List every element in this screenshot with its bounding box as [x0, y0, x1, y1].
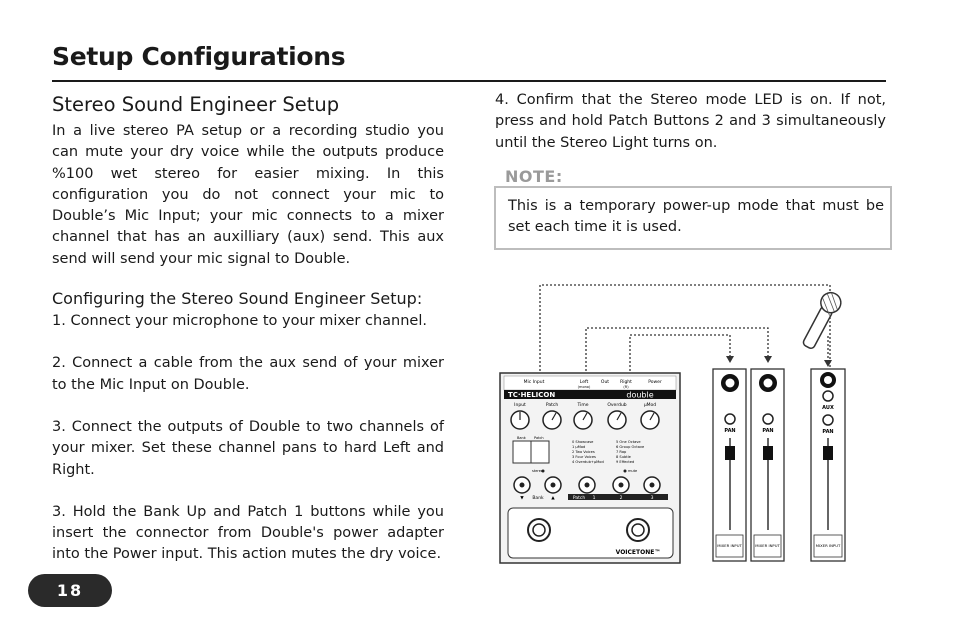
knob-label-input: Input — [514, 402, 526, 408]
note-text: This is a temporary power-up mode that m… — [508, 198, 884, 236]
patch-list-6: 6 Group Octave — [616, 445, 645, 449]
footswitches — [527, 518, 650, 542]
button-label-bank: Bank — [532, 495, 544, 501]
knob-label-umod: μMod — [644, 402, 656, 408]
pan-label: PAN — [762, 428, 773, 434]
aux-send-cable — [539, 284, 831, 375]
double-pedal: Mic Input Left Out Right Power (mono) (R… — [499, 372, 681, 564]
pedal-footer: VOICETONE™ — [616, 549, 661, 556]
pan-label: PAN — [724, 428, 735, 434]
fader-cap[interactable] — [763, 446, 773, 460]
aux-knob[interactable] — [822, 390, 834, 402]
pedal-top-label-right: Right — [620, 379, 632, 385]
intro-paragraph: In a live stereo PA setup or a recording… — [52, 123, 444, 267]
mixer-input-label: MIXER INPUT — [816, 543, 841, 548]
mixer-channel-2: PAN MIXER INPUT — [750, 368, 785, 562]
page-number: 18 — [28, 574, 112, 607]
pan-knob[interactable] — [762, 413, 774, 425]
patch-list-3: 3 Four Voices — [572, 455, 596, 459]
mixer-channel-3: AUX PAN MIXER INPUT — [810, 368, 846, 562]
cable-arrows — [726, 356, 832, 367]
mode-label-bank: Bank — [517, 436, 527, 440]
right-output-cable — [629, 334, 731, 375]
pedal-top-label-left: Left — [580, 379, 589, 385]
pedal-sublabel-mono: (mono) — [578, 385, 591, 389]
pedal-top-label-out: Out — [601, 379, 609, 385]
fader-cap[interactable] — [725, 446, 735, 460]
patch-list-1: 1 μMod — [572, 445, 585, 449]
step-2: 2. Connect a cable from the aux send of … — [52, 355, 444, 393]
note-box: This is a temporary power-up mode that m… — [494, 186, 892, 250]
left-column: Stereo Sound Engineer Setup In a live st… — [52, 90, 444, 566]
patch-list-2: 2 Two Voices — [572, 450, 595, 454]
config-heading: Configuring the Stereo Sound Engineer Se… — [52, 289, 423, 309]
pedal-top-label-power: Power — [648, 379, 662, 385]
setup-diagram: Mic Input Left Out Right Power (mono) (R… — [499, 284, 846, 564]
left-output-cable — [585, 327, 769, 375]
right-column: 4. Confirm that the Stereo mode LED is o… — [495, 90, 886, 154]
title-divider — [52, 80, 886, 82]
step-3: 3. Connect the outputs of Double to two … — [52, 418, 444, 478]
button-label-3: 3 — [651, 495, 654, 501]
pedal-sublabel-r: (R) — [623, 385, 629, 389]
button-label-1: 1 — [593, 495, 596, 501]
pedal-model: double — [626, 391, 653, 400]
mixer-input-label: MIXER INPUT — [755, 543, 780, 548]
mode-label-patch: Patch — [534, 436, 544, 440]
led-label-mute: mute — [628, 469, 637, 473]
microphone-icon — [802, 291, 842, 350]
knob-label-time: Time — [576, 402, 588, 408]
knob-label-overdub: Overdub — [607, 402, 626, 408]
led-label-stereo: stereo — [532, 469, 543, 473]
pedal-top-label-mic: Mic Input — [524, 379, 545, 385]
patch-list-0: 0 Showcase — [572, 440, 594, 444]
button-label-patch: Patch — [573, 495, 586, 501]
mute-led — [623, 469, 627, 473]
patch-list-4: 4 Overdub+μMod — [572, 460, 604, 464]
page-title: Setup Configurations — [52, 42, 346, 71]
pan-knob[interactable] — [822, 414, 834, 426]
fader-cap[interactable] — [823, 446, 833, 460]
patch-list-7: 7 Rap — [616, 450, 627, 454]
step-4: 4. Confirm that the Stereo mode LED is o… — [495, 92, 886, 151]
patch-list-8: 8 Subtle — [616, 455, 632, 459]
connection-cables — [539, 284, 831, 375]
patch-list-9: 9 Effected — [616, 460, 634, 464]
button-label-up: ▲ — [551, 496, 555, 501]
section-title: Stereo Sound Engineer Setup — [52, 93, 340, 116]
mixer-input-label: MIXER INPUT — [717, 543, 742, 548]
stereo-led — [541, 469, 545, 473]
step-1: 1. Connect your microphone to your mixer… — [52, 313, 427, 330]
step-3b: 3. Hold the Bank Up and Patch 1 buttons … — [52, 503, 444, 563]
pedal-brand: TC·HELICON — [508, 391, 555, 399]
aux-label: AUX — [822, 405, 834, 411]
patch-list-5: 5 One Octave — [616, 440, 641, 444]
button-label-2: 2 — [620, 495, 623, 501]
pan-label: PAN — [822, 429, 833, 435]
button-label-down: ▼ — [520, 496, 524, 501]
knob-label-patch: Patch — [546, 402, 559, 408]
note-label: NOTE: — [505, 167, 563, 186]
mixer-channel-1: PAN MIXER INPUT — [712, 368, 747, 562]
pan-knob[interactable] — [724, 413, 736, 425]
